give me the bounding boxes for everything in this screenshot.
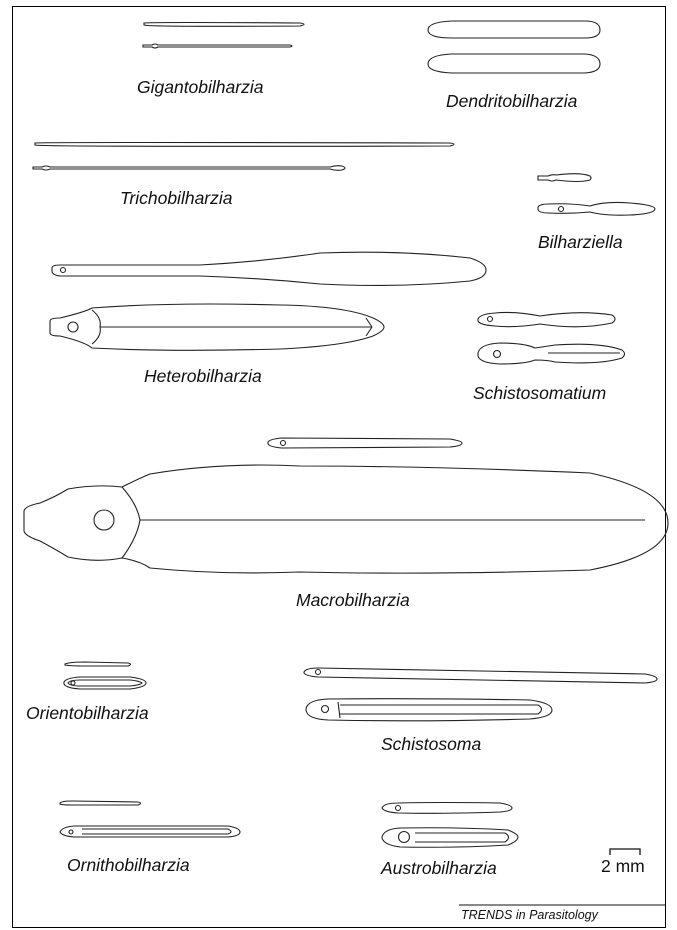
label-macrobilharzia: Macrobilharzia (296, 590, 410, 610)
label-ornithobilharzia: Ornithobilharzia (67, 855, 190, 875)
heterobilharzia-worms (50, 252, 486, 350)
dendritobilharzia-female (428, 54, 600, 73)
scale-bar (610, 849, 640, 855)
label-schistosoma: Schistosoma (381, 734, 481, 754)
bilharziella-sucker (559, 207, 564, 212)
ornithobilharzia-inner (82, 829, 231, 834)
ornithobilharzia-male (60, 801, 141, 805)
credit-text: TRENDS in Parasitology (461, 908, 599, 922)
schistosoma-gynaecophoric-canal (338, 702, 542, 718)
macrobilharzia-canal (122, 487, 140, 558)
label-trichobilharzia: Trichobilharzia (120, 188, 233, 208)
austrobilharzia-worms (382, 803, 518, 848)
trichobilharzia-male (35, 143, 454, 147)
scale-bar-label: 2 mm (601, 856, 645, 876)
bilharziella-worms (538, 174, 655, 215)
austrobilharzia-sucker-small (396, 806, 401, 811)
austrobilharzia-inner (415, 833, 509, 842)
schistosoma-male (304, 668, 657, 683)
heterobilharzia-sucker-small (61, 268, 66, 273)
schistosomatium-sucker (494, 351, 501, 358)
heterobilharzia-axis (100, 318, 372, 336)
label-dendritobilharzia: Dendritobilharzia (446, 91, 578, 111)
macrobilharzia-male (268, 438, 462, 448)
gigantobilharzia-female (143, 44, 292, 48)
trichobilharzia-female (33, 166, 345, 171)
schistosoma-sucker (322, 706, 329, 713)
scale-bar-line (610, 849, 640, 855)
gigantobilharzia-male (144, 23, 304, 27)
schistosomatium-male (478, 312, 615, 326)
orientobilharzia-inner (68, 680, 142, 686)
label-gigantobilharzia: Gigantobilharzia (137, 77, 264, 97)
bilharziella-female (538, 202, 655, 215)
label-heterobilharzia: Heterobilharzia (144, 366, 262, 386)
heterobilharzia-canal (92, 310, 100, 344)
ornithobilharzia-worms (60, 801, 240, 837)
austrobilharzia-female (382, 828, 518, 848)
macrobilharzia-sucker (94, 510, 114, 530)
schistosoma-female (306, 699, 552, 721)
orientobilharzia-male (65, 662, 131, 666)
schistosoma-worms (304, 668, 657, 721)
ornithobilharzia-sucker (69, 830, 73, 834)
macrobilharzia-female (24, 465, 668, 573)
heterobilharzia-sucker (68, 322, 78, 332)
orientobilharzia-female (64, 677, 146, 689)
austrobilharzia-sucker (399, 832, 410, 843)
ornithobilharzia-female (60, 826, 240, 837)
gigantobilharzia-worms (143, 23, 304, 49)
label-orientobilharzia: Orientobilharzia (26, 703, 149, 723)
schistosomatium-sucker-small (488, 317, 493, 322)
macrobilharzia-sucker-small (281, 441, 286, 446)
label-austrobilharzia: Austrobilharzia (380, 858, 497, 878)
bilharziella-male (538, 174, 591, 182)
orientobilharzia-worms (64, 662, 146, 689)
austrobilharzia-male (382, 803, 512, 814)
label-schistosomatium: Schistosomatium (473, 383, 606, 403)
schistosoma-sucker-small (316, 670, 321, 675)
dendritobilharzia-male (428, 21, 600, 38)
heterobilharzia-male (52, 252, 486, 285)
trichobilharzia-worms (33, 143, 454, 171)
dendritobilharzia-worms (428, 21, 600, 73)
schistosomatium-worms (478, 312, 625, 364)
label-bilharziella: Bilharziella (538, 232, 623, 252)
macrobilharzia-worms (24, 438, 668, 573)
orientobilharzia-sucker (71, 681, 75, 685)
